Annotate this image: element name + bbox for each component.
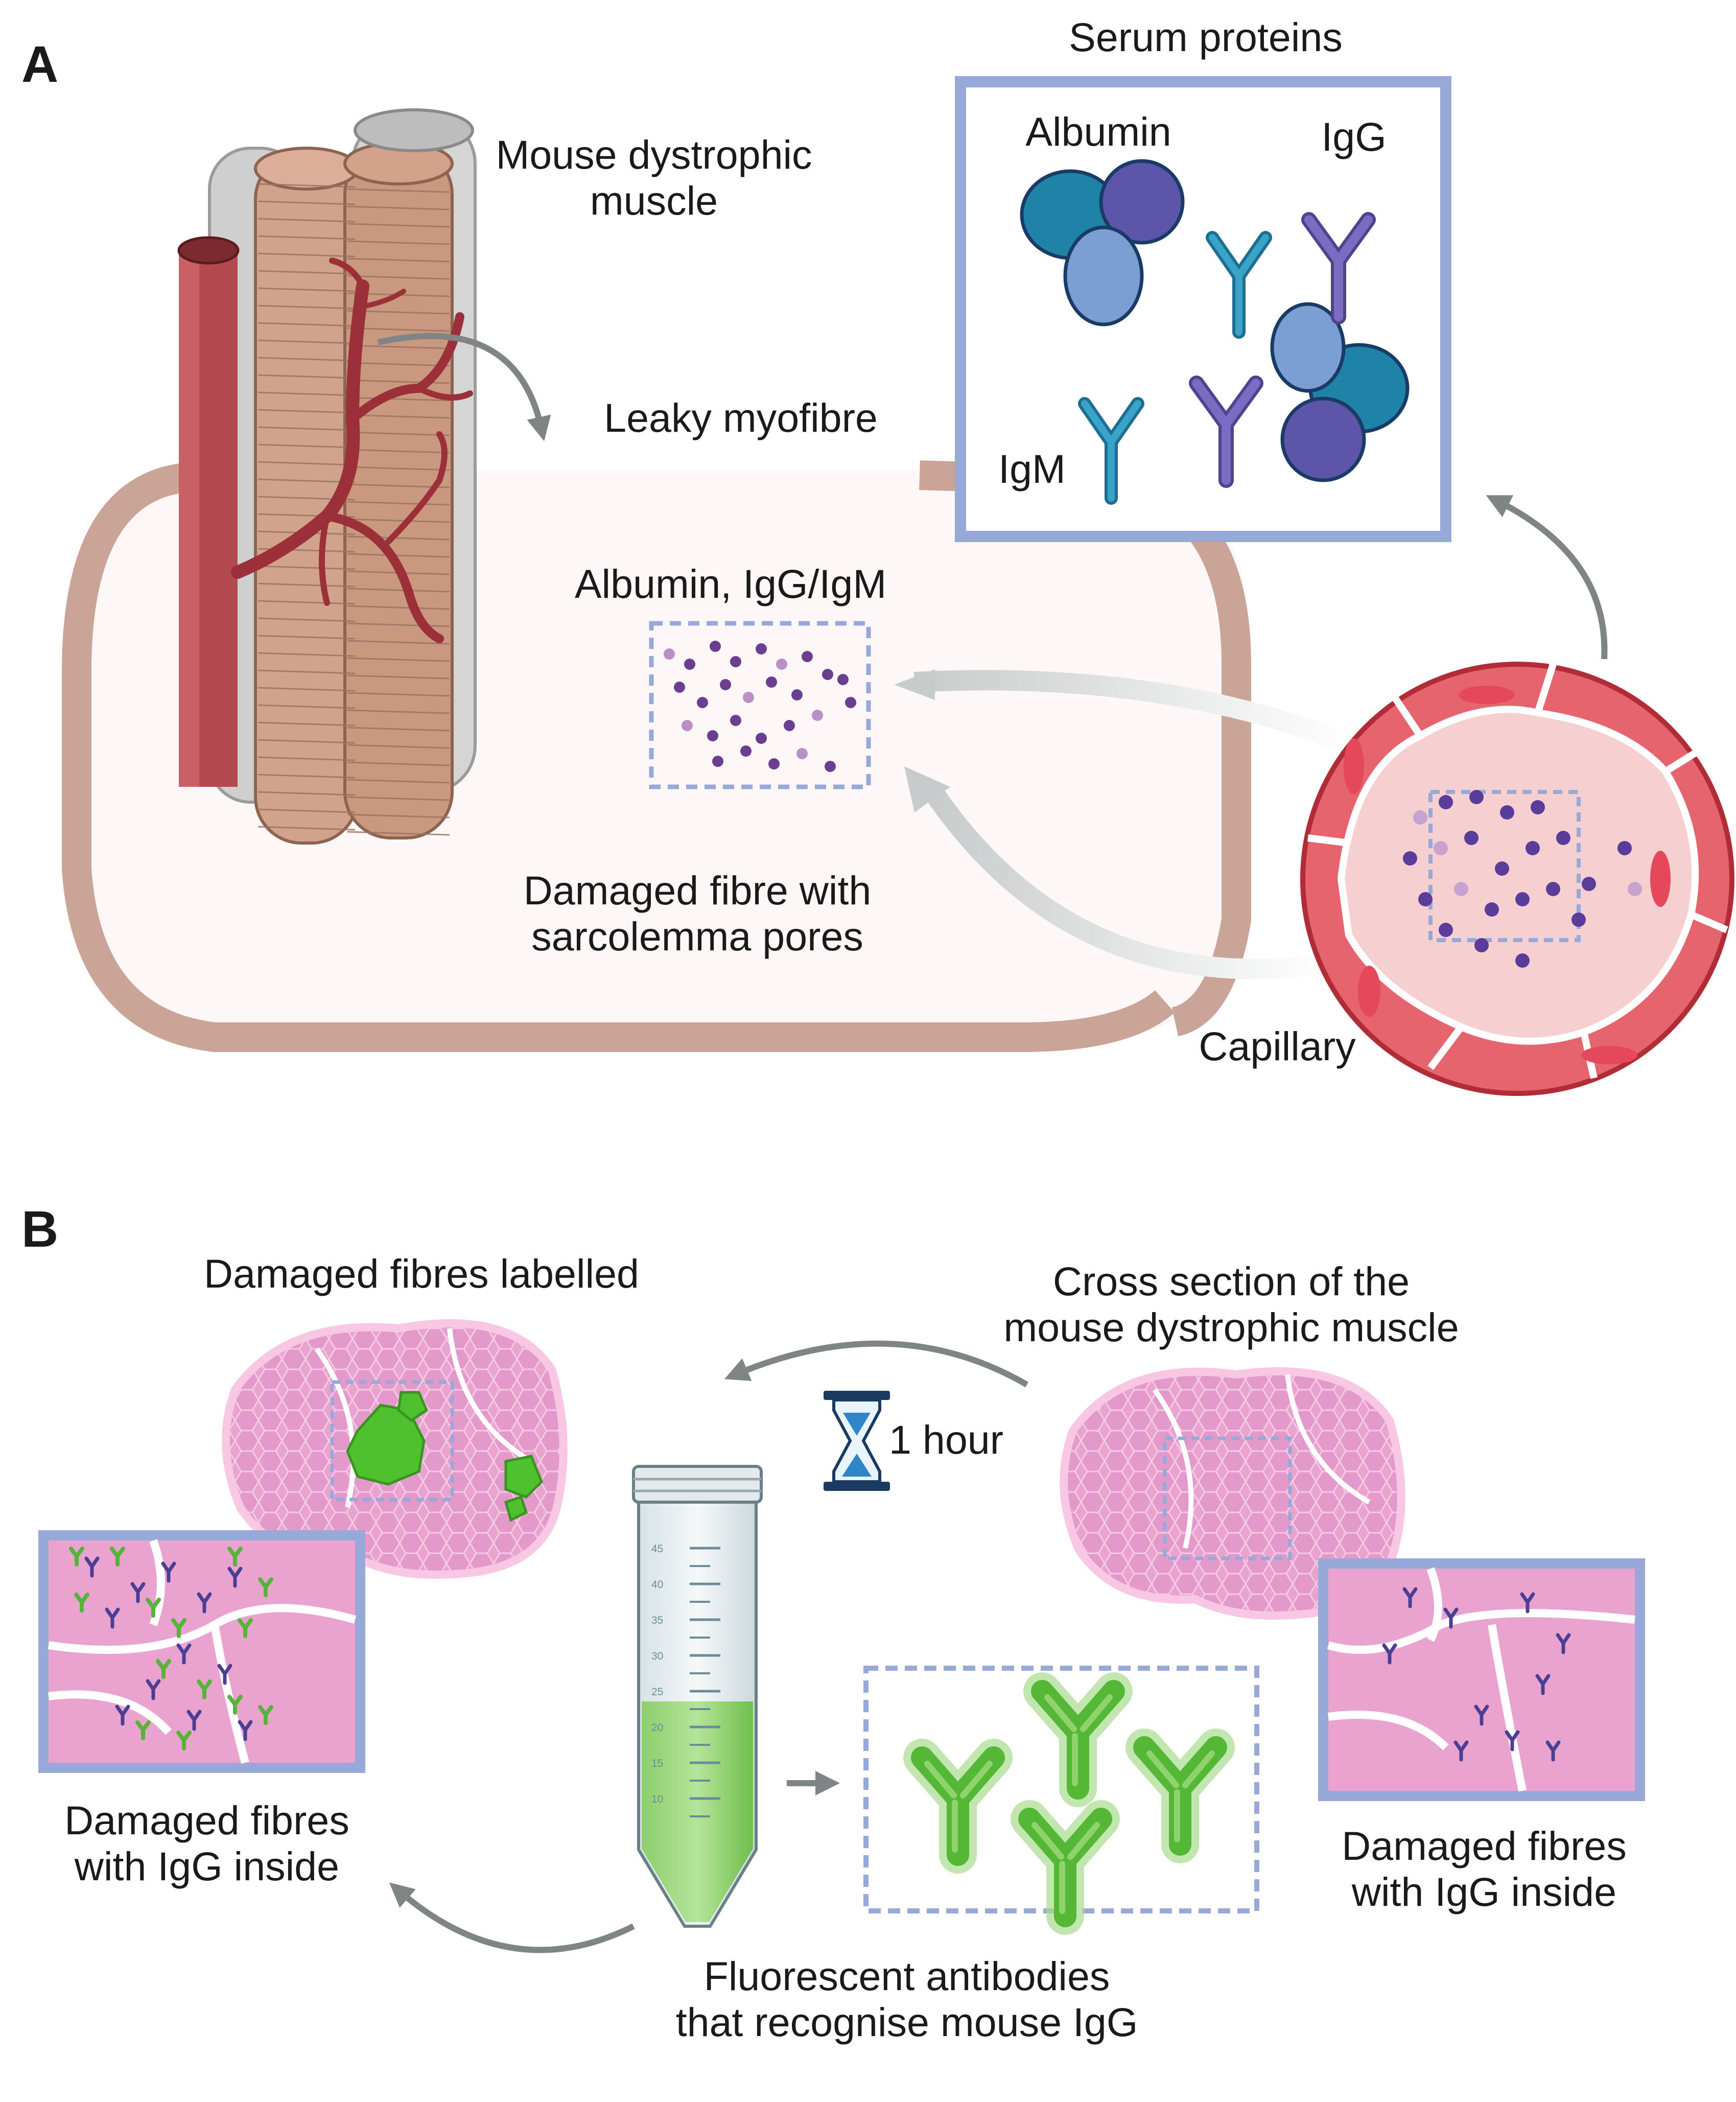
arrow-head: [904, 766, 950, 812]
muscle-label-line1: Mouse dystrophic: [496, 132, 812, 177]
protein-dot: [822, 669, 833, 680]
protein-dot: [1439, 795, 1453, 809]
damaged-fibre-label-line2: sarcolemma pores: [531, 914, 863, 959]
protein-dot: [682, 720, 693, 731]
protein-dot: [684, 659, 695, 670]
protein-dot: [1469, 790, 1484, 804]
falcon-tube: 45 40 35 30 25 20 15 10: [632, 1465, 763, 1928]
protein-dot: [710, 641, 721, 652]
tube-tick-label: 15: [651, 1758, 663, 1769]
albumin-molecule: [1270, 302, 1410, 482]
protein-dot: [1403, 851, 1417, 866]
igm-label: IgM: [998, 446, 1066, 492]
serum-proteins-box: [955, 76, 1451, 542]
capillary-label: Capillary: [1199, 1023, 1356, 1069]
protein-dot: [1464, 831, 1479, 845]
tube-tick-label: 10: [651, 1793, 663, 1805]
protein-dot: [1628, 882, 1642, 896]
protein-dot: [1556, 831, 1570, 845]
proteins-in-fibre-label: Albumin, IgG/IgM: [575, 561, 886, 606]
arrow-to-serum-box: [1486, 495, 1608, 660]
tube-tick-label: 30: [651, 1650, 663, 1662]
right-caption-line1: Damaged fibres: [1342, 1823, 1627, 1869]
labelled-muscle-cross-section: [222, 1319, 568, 1579]
protein-dot: [1526, 841, 1540, 855]
protein-dot: [664, 648, 675, 660]
protein-dot: [730, 656, 741, 667]
protein-dot: [730, 715, 741, 726]
protein-dot: [1439, 923, 1453, 937]
igg-label: IgG: [1321, 114, 1386, 159]
muscle-bundle-illustration: [177, 108, 551, 845]
protein-dot: [720, 679, 731, 690]
leaky-myofibre-label: Leaky myofibre: [604, 395, 878, 440]
protein-dot: [1515, 892, 1530, 906]
capillary-cross-section: [1300, 662, 1734, 1096]
protein-dot: [1582, 877, 1596, 891]
antibody-caption-line1: Fluorescent antibodies: [704, 1953, 1110, 1999]
serum-proteins-title: Serum proteins: [1069, 14, 1343, 60]
protein-dot: [791, 689, 803, 700]
protein-dot: [1500, 805, 1514, 820]
muscle-label-line2: muscle: [590, 178, 718, 223]
left-tissue-inset: [38, 1530, 365, 1773]
protein-dot: [1454, 882, 1468, 896]
protein-dot: [1495, 861, 1509, 876]
damaged-fibre-label-line1: Damaged fibre with: [524, 868, 872, 913]
protein-dot: [837, 674, 849, 685]
protein-dot: [802, 651, 813, 662]
protein-dot: [825, 761, 836, 772]
protein-dot: [1434, 841, 1448, 855]
left-caption-line1: Damaged fibres: [64, 1797, 349, 1843]
right-tissue-inset: [1318, 1558, 1645, 1801]
cross-section-title-line2: mouse dystrophic muscle: [1003, 1304, 1459, 1350]
antibody-caption-line2: that recognise mouse IgG: [676, 1999, 1138, 2045]
tube-tick-label: 40: [651, 1579, 663, 1591]
protein-dot: [812, 710, 823, 721]
protein-dot: [784, 720, 795, 731]
tube-tick-label: 20: [651, 1722, 663, 1734]
protein-dot: [1474, 938, 1489, 952]
protein-dot: [796, 748, 808, 759]
tube-tick-label: 35: [651, 1615, 663, 1626]
protein-dot: [1571, 913, 1586, 927]
protein-dot: [1485, 902, 1499, 917]
protein-dot: [768, 758, 780, 769]
right-caption-line2: with IgG inside: [1351, 1869, 1616, 1914]
incubation-arrow: [724, 1340, 1028, 1388]
protein-dot: [1418, 892, 1433, 906]
protein-dot: [776, 659, 787, 670]
staining-arrow: [389, 1882, 635, 1953]
albumin-molecule: [1020, 159, 1185, 326]
tube-tick-label: 25: [651, 1686, 663, 1698]
protein-dot: [707, 730, 718, 741]
protein-dot: [1531, 800, 1545, 814]
protein-dot: [697, 697, 708, 708]
protein-dot: [674, 682, 685, 693]
arrow-head: [894, 669, 935, 700]
proteins-dot-box: [649, 621, 871, 789]
protein-dot: [712, 756, 723, 767]
protein-dot: [1413, 810, 1427, 825]
protein-dot: [845, 697, 856, 708]
protein-dot: [1546, 882, 1560, 896]
protein-dot: [756, 643, 767, 655]
protein-dot: [1617, 841, 1632, 855]
hourglass-icon: [824, 1391, 890, 1491]
albumin-label: Albumin: [1025, 109, 1171, 154]
protein-dots: [664, 641, 856, 772]
protein-dot: [1515, 953, 1530, 968]
panel-a-letter: A: [21, 36, 58, 93]
protein-dot: [743, 692, 754, 703]
panel-b-letter: B: [21, 1201, 58, 1258]
tube-tick-label: 45: [651, 1543, 663, 1555]
cross-section-title-line1: Cross section of the: [1053, 1258, 1410, 1304]
protein-dot: [766, 676, 777, 688]
damaged-fibres-labelled-title: Damaged fibres labelled: [204, 1251, 639, 1296]
incubation-time-label: 1 hour: [889, 1417, 1003, 1462]
protein-dot: [740, 745, 752, 757]
left-caption-line2: with IgG inside: [74, 1843, 339, 1889]
protein-dot: [756, 733, 767, 744]
